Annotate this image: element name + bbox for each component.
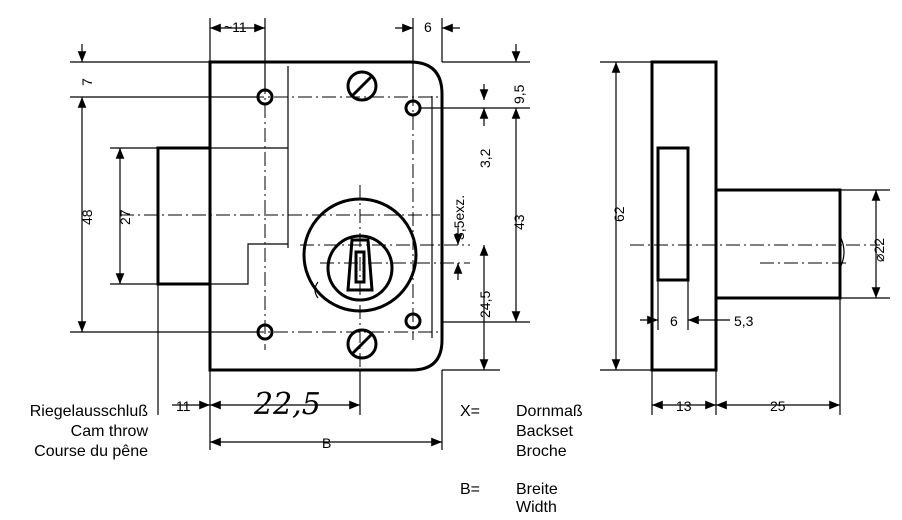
- screw-top: [346, 70, 378, 102]
- dim-6-top: 6: [424, 19, 432, 35]
- legend-cam-throw-en: Cam throw: [71, 423, 149, 440]
- dim-9-5: 9,5: [511, 84, 527, 104]
- legend-x-symbol: X=: [460, 403, 480, 420]
- dim-3-2: 3,2: [477, 148, 493, 168]
- cam-nub: [314, 281, 319, 299]
- dim-43: 43: [511, 214, 527, 230]
- lock-case-outline: [208, 60, 444, 372]
- legend-x-fr: Broche: [516, 443, 567, 460]
- dim-22-5-handwritten: 22,5: [253, 387, 321, 422]
- bolt-body: [210, 147, 288, 285]
- screw-bottom: [346, 328, 378, 360]
- legend-b-de: Breite: [516, 481, 558, 498]
- side-cylinder-cap: [839, 235, 845, 269]
- dim-6-side: 6: [670, 313, 678, 329]
- extension-lines: [70, 18, 530, 450]
- legend-x-de: Dornmaß: [516, 403, 583, 420]
- dim-13: 13: [676, 398, 692, 414]
- dim-11-bottom: 11: [176, 398, 191, 414]
- dim-48: 48: [79, 209, 95, 225]
- dim-11-top: ~11: [224, 19, 247, 35]
- dim-22-diameter: ⌀22: [871, 238, 887, 262]
- key-slot: [346, 238, 374, 292]
- legend-cam-throw-fr: Course du pêne: [34, 443, 148, 460]
- dim-7: 7: [79, 78, 95, 86]
- bolt: [156, 146, 210, 286]
- dim-25: 25: [770, 398, 786, 414]
- center-lines: [120, 80, 470, 410]
- side-slot: [656, 146, 690, 282]
- side-dimension-lines: [611, 61, 881, 410]
- dim-b: B: [322, 435, 331, 451]
- legend-b-en: Width: [516, 499, 557, 515]
- dim-24-5: 24,5: [477, 291, 493, 318]
- dim-5-3: 5,3: [734, 313, 754, 329]
- legend-b-symbol: B=: [460, 481, 480, 498]
- side-plate: [650, 60, 718, 372]
- legend: Riegelausschluß Cam throw Course du pêne…: [30, 403, 583, 516]
- legend-cam-throw-de: Riegelausschluß: [30, 403, 149, 420]
- legend-x-en: Backset: [516, 423, 573, 440]
- dim-62: 62: [611, 206, 627, 222]
- front-view: ~11 6 7 9,5 3,2 3,5exz. 43 24,5 48 27 11…: [70, 18, 530, 451]
- dimension-lines: [77, 23, 521, 447]
- side-extension-lines: [600, 61, 890, 415]
- dim-27: 27: [117, 209, 133, 225]
- dim-3-5exz: 3,5exz.: [451, 195, 467, 240]
- side-view: 62 ⌀22 6 5,3 13 25: [600, 60, 890, 415]
- side-cylinder: [716, 188, 842, 300]
